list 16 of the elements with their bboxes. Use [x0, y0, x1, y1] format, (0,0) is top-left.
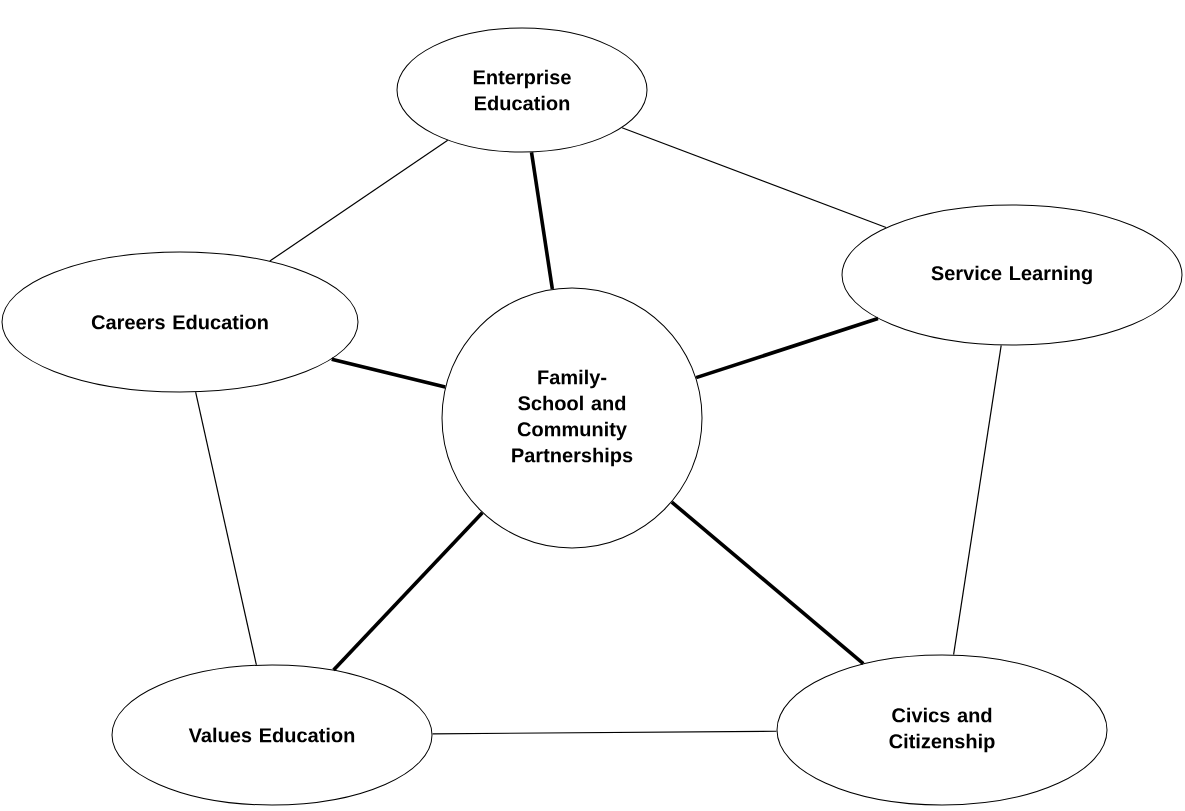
connector-line	[670, 500, 865, 665]
connector-line	[331, 357, 446, 389]
connector-line	[431, 730, 778, 735]
ellipse-node: Enterprise Education	[396, 27, 648, 153]
connector-line	[953, 344, 1002, 656]
connector-line	[269, 139, 449, 262]
connector-line	[195, 391, 257, 666]
connector-line	[621, 127, 887, 229]
connector-line	[529, 152, 555, 290]
ellipse-node: Civics and Citizenship	[776, 654, 1108, 806]
connector-line	[695, 316, 879, 380]
ellipse-node: Careers Education	[1, 251, 359, 393]
ellipse-node: Service Learning	[841, 204, 1183, 346]
circle-node: Family-School and Community Partnerships	[441, 287, 703, 549]
connector-line	[332, 511, 484, 672]
ellipse-node: Values Education	[111, 664, 433, 806]
